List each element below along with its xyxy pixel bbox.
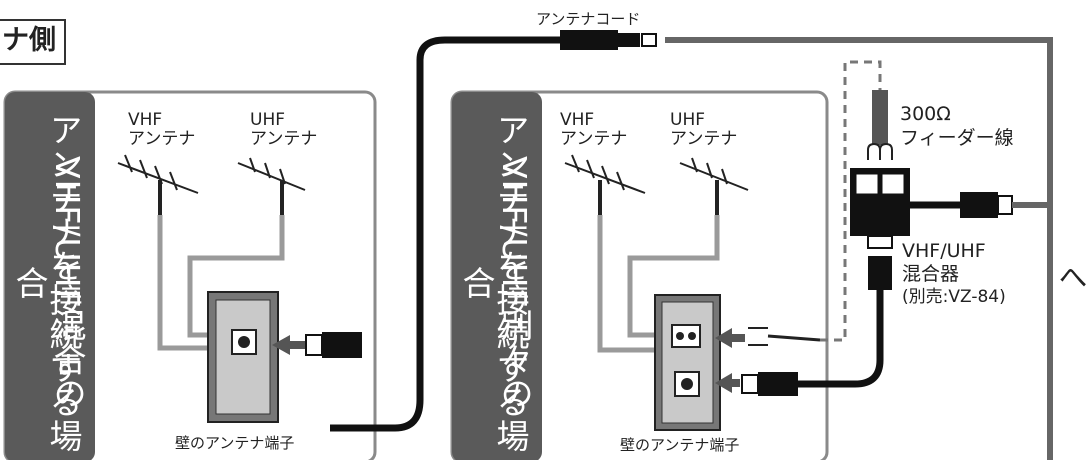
right-input-label: アンテナ入力へ bbox=[1054, 262, 1090, 436]
right-vhf-label-2: アンテナ bbox=[560, 129, 628, 149]
right-feeder-arrow bbox=[715, 328, 745, 348]
right-coax-arrow bbox=[715, 373, 740, 393]
mixer-out-connector bbox=[867, 235, 893, 249]
mixer-terminal-1 bbox=[855, 173, 879, 195]
mixer-label-1: VHF/UHF bbox=[902, 240, 986, 262]
feeder-cable bbox=[872, 90, 888, 145]
left-wall-terminal-label: 壁のアンテナ端子 bbox=[175, 434, 295, 452]
cord-plug-tip bbox=[618, 33, 640, 47]
feeder-dashed-line bbox=[820, 60, 882, 342]
left-uhf-antenna-icon bbox=[237, 157, 306, 215]
left-vhf-antenna-icon bbox=[117, 154, 199, 215]
right-vhf-antenna-icon bbox=[564, 154, 646, 215]
feeder-lug-right bbox=[879, 142, 893, 160]
right-plug-head bbox=[741, 374, 759, 394]
feeder-lug-left bbox=[867, 142, 881, 160]
left-plug-head bbox=[305, 334, 323, 356]
right-uhf-antenna-icon bbox=[679, 157, 749, 215]
left-title-col2: アンテナを接続する場合 bbox=[10, 113, 83, 453]
header-fragment: ナ側 bbox=[2, 25, 56, 56]
right-title-band bbox=[452, 92, 542, 460]
input-line bbox=[665, 37, 1053, 460]
right-spade-lugs bbox=[748, 327, 768, 346]
left-title-col1: VHF/UHF混合の bbox=[48, 155, 87, 411]
right-terminal-screw-1 bbox=[676, 332, 684, 340]
antenna-cord bbox=[330, 36, 560, 432]
right-vhf-label-1: VHF bbox=[560, 110, 595, 130]
mixer-output-plug bbox=[960, 192, 998, 218]
cord-plug-top bbox=[560, 30, 618, 50]
mixer-to-wall-cable bbox=[798, 290, 884, 388]
mixer-lower-plug bbox=[868, 256, 892, 290]
cable-label: アンテナコード bbox=[536, 10, 641, 28]
right-uhf-label-1: UHF bbox=[670, 110, 706, 130]
left-uhf-label-1: UHF bbox=[250, 110, 286, 130]
left-insert-arrow bbox=[272, 335, 305, 355]
left-vhf-label-1: VHF bbox=[128, 110, 163, 130]
right-title-col1: VHF/UHF別々の bbox=[495, 155, 534, 411]
left-coax-pin bbox=[238, 336, 250, 348]
left-vhf-label-2: アンテナ bbox=[128, 129, 196, 149]
mixer-label-2: 混合器 bbox=[902, 263, 960, 285]
mixer-output-plug-tip bbox=[997, 195, 1013, 215]
right-terminal-screw-2 bbox=[688, 332, 696, 340]
left-uhf-label-2: アンテナ bbox=[250, 129, 318, 149]
left-vhf-wire bbox=[157, 215, 208, 351]
right-vhf-wire bbox=[597, 215, 655, 353]
right-uhf-wire bbox=[627, 215, 720, 338]
left-title-band bbox=[5, 92, 95, 460]
mixer-terminal-2 bbox=[881, 173, 905, 195]
cord-plug-connector bbox=[641, 33, 657, 47]
mixer-label-3: (別売:VZ-84) bbox=[902, 287, 1006, 307]
left-uhf-wire bbox=[187, 215, 285, 338]
right-uhf-label-2: アンテナ bbox=[670, 129, 738, 149]
right-feeder-lead bbox=[767, 334, 821, 342]
right-feeder-terminals bbox=[671, 324, 701, 348]
feeder-label-2: フィーダー線 bbox=[900, 127, 1014, 149]
left-wall-plate-inner bbox=[215, 299, 271, 415]
right-title-col2: アンテナを接続する場合 bbox=[457, 113, 530, 453]
right-wall-plate-inner bbox=[661, 301, 714, 424]
right-wall-terminal-label: 壁のアンテナ端子 bbox=[620, 436, 740, 454]
left-plug-body bbox=[322, 332, 362, 358]
header-box bbox=[0, 19, 66, 65]
right-plug-body bbox=[758, 372, 798, 396]
right-coax-pin bbox=[681, 378, 693, 390]
feeder-label-1: 300Ω bbox=[900, 103, 951, 125]
